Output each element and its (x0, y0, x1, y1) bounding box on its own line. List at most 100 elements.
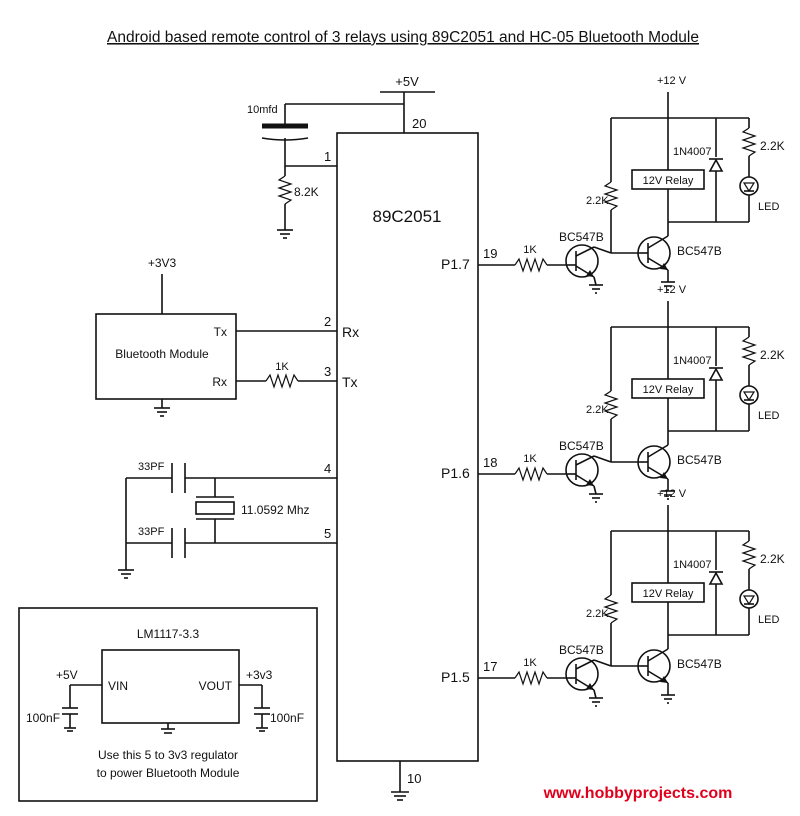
reset-resistor (277, 175, 293, 205)
transistor-q2 (637, 649, 671, 683)
transistor-q1 (565, 244, 599, 278)
mcu-name: 89C2051 (372, 207, 441, 226)
reset-res-label: 8.2K (294, 185, 319, 199)
bt-supply-label: +3V3 (148, 256, 177, 270)
q1-label: BC547B (559, 643, 604, 657)
led-res-label: 2.2K (760, 552, 785, 566)
led (739, 176, 759, 196)
transistor-q2 (637, 445, 671, 479)
reset-circuit: 10mfd 1 8.2K (247, 104, 337, 239)
relay-label: 12V Relay (643, 588, 694, 600)
bt-series-resistor (265, 373, 299, 389)
bt-rx-label: Rx (212, 375, 227, 389)
q2-label: BC547B (677, 657, 722, 671)
pullup-res-label: 2.2K (586, 608, 609, 620)
port-pin: 18 (483, 455, 497, 470)
regulator-section: LM1117-3.3 VIN VOUT +5V +3v3 100nF 100nF… (18, 607, 318, 802)
reg-in-label: +5V (56, 668, 78, 682)
flyback-diode (708, 367, 724, 381)
led (739, 385, 759, 405)
reg-vout-label: VOUT (199, 679, 233, 693)
flyback-diode (708, 571, 724, 585)
port-pin: 17 (483, 659, 497, 674)
bluetooth-module: +3V3 Bluetooth Module Tx Rx 2 Rx 1K 3 Tx (95, 256, 359, 417)
mcu-rx-label: Rx (342, 324, 359, 340)
pullup-resistor (603, 390, 619, 420)
q2-label: BC547B (677, 244, 722, 258)
diode-label: 1N4007 (673, 146, 712, 158)
xtal-cap2-label: 33PF (138, 526, 165, 538)
base-res-label: 1K (523, 453, 537, 465)
pin-5: 5 (324, 526, 331, 541)
reg-note-line2: to power Bluetooth Module (97, 766, 240, 780)
transistor-q1 (565, 453, 599, 487)
xtal-cap1-label: 33PF (138, 461, 165, 473)
crystal (195, 501, 235, 515)
reg-vin-label: VIN (108, 679, 128, 693)
diode-label: 1N4007 (673, 355, 712, 367)
relay-stage-2: P1.6 18 1K BC547B 2.2K BC547B +12 V 12V Relay 1N… (441, 284, 785, 503)
reg-cap-in-label: 100nF (26, 711, 60, 725)
port-pin: 19 (483, 246, 497, 261)
reset-cap-label: 10mfd (247, 104, 278, 116)
q1-label: BC547B (559, 439, 604, 453)
relay-label: 12V Relay (643, 175, 694, 187)
diode-label: 1N4007 (673, 559, 712, 571)
base-resistor (514, 670, 548, 686)
bt-module-name: Bluetooth Module (115, 347, 209, 361)
website-label: www.hobbyprojects.com (543, 785, 733, 802)
pin-4: 4 (324, 461, 331, 476)
pullup-res-label: 2.2K (586, 404, 609, 416)
port-label: P1.7 (441, 256, 470, 272)
bt-res-label: 1K (275, 361, 289, 373)
regulator-body (101, 649, 240, 724)
base-resistor (514, 466, 548, 482)
flyback-diode (708, 158, 724, 172)
led-resistor (741, 336, 757, 366)
relay-stage-3: P1.5 17 1K BC547B 2.2K BC547B +12 V 12V Relay 1N… (441, 488, 785, 707)
pin-3: 3 (324, 364, 331, 379)
transistor-q2 (637, 236, 671, 270)
led-label: LED (758, 201, 779, 213)
pullup-res-label: 2.2K (586, 195, 609, 207)
supply-label: +12 V (657, 75, 687, 87)
port-label: P1.6 (441, 465, 470, 481)
pin-2: 2 (324, 314, 331, 329)
regulator-name: LM1117-3.3 (137, 627, 200, 641)
pullup-resistor (603, 181, 619, 211)
relay-stage-1: P1.7 19 1K BC547B 2.2K BC547B +12 V 12V Relay 1N… (441, 75, 785, 294)
regulator-frame (18, 607, 318, 802)
vcc-label: +5V (395, 74, 419, 89)
mcu-tx-label: Tx (342, 374, 358, 390)
led-resistor (741, 540, 757, 570)
base-res-label: 1K (523, 657, 537, 669)
led (739, 589, 759, 609)
pin-10: 10 (407, 771, 421, 786)
reg-note-line1: Use this 5 to 3v3 regulator (98, 748, 238, 762)
crystal-freq: 11.0592 Mhz (241, 503, 310, 517)
supply-label: +12 V (657, 488, 687, 500)
pin-20: 20 (412, 116, 426, 131)
reg-out-label: +3v3 (246, 668, 273, 682)
q1-label: BC547B (559, 230, 604, 244)
led-label: LED (758, 410, 779, 422)
mcu-89c2051: 89C2051 +5V 20 10 (285, 74, 479, 801)
led-label: LED (758, 614, 779, 626)
bt-tx-label: Tx (214, 325, 227, 339)
transistor-q1 (565, 657, 599, 691)
pin-1: 1 (324, 149, 331, 164)
crystal-circuit: 33PF 33PF 4 5 11.0592 Mhz (118, 461, 337, 579)
port-label: P1.5 (441, 669, 470, 685)
led-res-label: 2.2K (760, 139, 785, 153)
reg-cap-out-label: 100nF (270, 711, 304, 725)
supply-label: +12 V (657, 284, 687, 296)
relay-label: 12V Relay (643, 384, 694, 396)
pullup-resistor (603, 594, 619, 624)
base-res-label: 1K (523, 244, 537, 256)
q2-label: BC547B (677, 453, 722, 467)
relay-stages: P1.7 19 1K BC547B 2.2K BC547B +12 V 12V Relay 1N… (441, 75, 785, 707)
base-resistor (514, 257, 548, 273)
led-resistor (741, 127, 757, 157)
led-res-label: 2.2K (760, 348, 785, 362)
